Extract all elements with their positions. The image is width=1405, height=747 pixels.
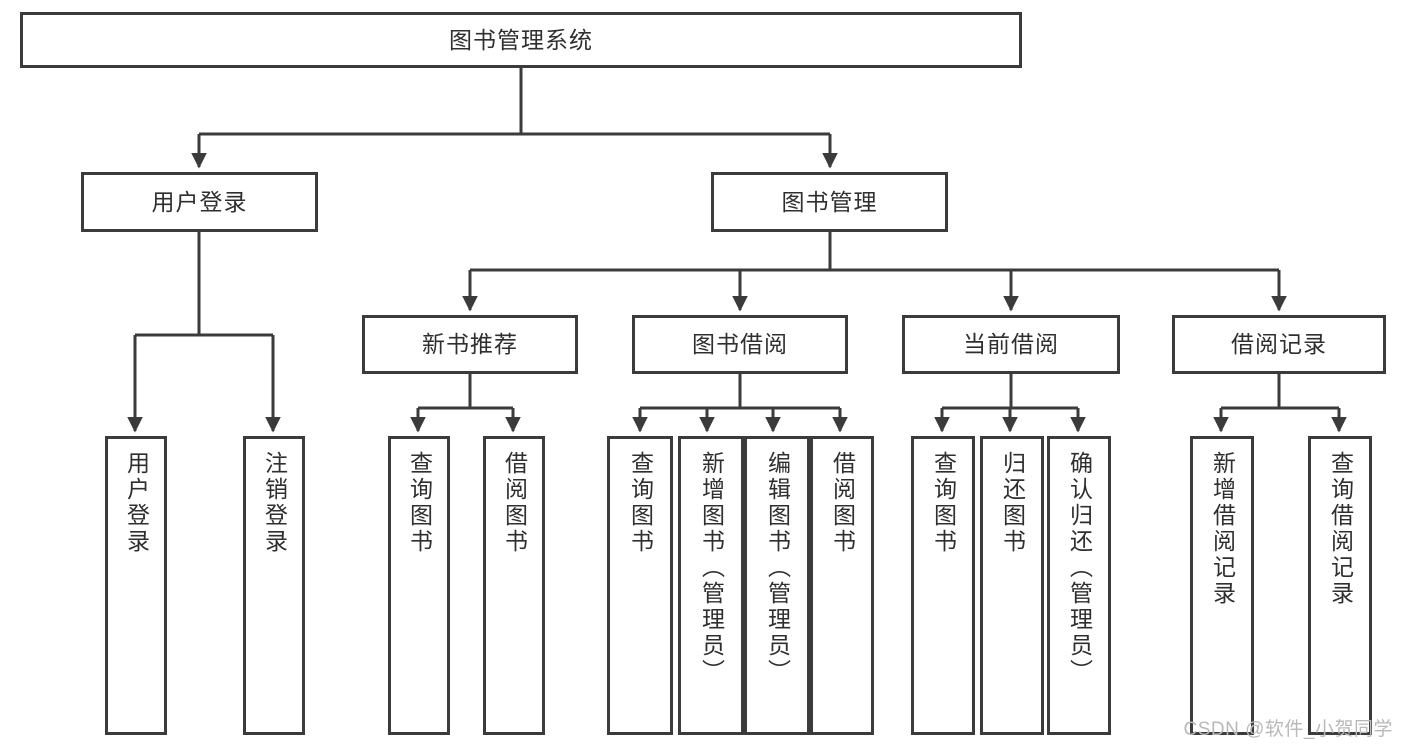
leaf-user-login-login-label: 用户登录 <box>123 451 150 555</box>
node-root[interactable]: 图书管理系统 <box>20 12 1022 68</box>
node-book-borrow-label: 图书借阅 <box>692 331 788 358</box>
leaf-book-borrow-add[interactable]: 新增图书（管理员） <box>678 436 744 735</box>
node-book-management[interactable]: 图书管理 <box>711 172 948 232</box>
node-borrow-record-label: 借阅记录 <box>1231 331 1327 358</box>
leaf-book-borrow-borrow-label: 借阅图书 <box>829 451 856 555</box>
node-book-borrow[interactable]: 图书借阅 <box>632 315 848 374</box>
leaf-new-book-borrow[interactable]: 借阅图书 <box>483 436 545 735</box>
leaf-current-borrow-confirm-label: 确认归还（管理员） <box>1066 451 1093 685</box>
node-current-borrow-label: 当前借阅 <box>963 331 1059 358</box>
node-new-book-recommend-label: 新书推荐 <box>422 331 518 358</box>
node-current-borrow[interactable]: 当前借阅 <box>902 315 1120 374</box>
node-book-management-label: 图书管理 <box>781 188 878 215</box>
node-root-label: 图书管理系统 <box>449 26 593 53</box>
leaf-borrow-record-add[interactable]: 新增借阅记录 <box>1190 436 1254 735</box>
leaf-book-borrow-add-label: 新增图书（管理员） <box>698 451 725 685</box>
leaf-book-borrow-query-label: 查询图书 <box>627 451 654 555</box>
watermark: CSDN @软件_小贺同学 <box>1183 719 1393 740</box>
leaf-borrow-record-query[interactable]: 查询借阅记录 <box>1308 436 1372 735</box>
leaf-current-borrow-confirm[interactable]: 确认归还（管理员） <box>1047 436 1111 735</box>
node-new-book-recommend[interactable]: 新书推荐 <box>362 315 578 374</box>
leaf-borrow-record-add-label: 新增借阅记录 <box>1209 451 1236 607</box>
leaf-book-borrow-edit[interactable]: 编辑图书（管理员） <box>744 436 810 735</box>
leaf-new-book-query-label: 查询图书 <box>406 451 433 555</box>
leaf-borrow-record-query-label: 查询借阅记录 <box>1327 451 1354 607</box>
leaf-user-login-logout[interactable]: 注销登录 <box>243 436 305 735</box>
leaf-current-borrow-return[interactable]: 归还图书 <box>980 436 1044 735</box>
node-user-login-label: 用户登录 <box>151 188 248 215</box>
leaf-current-borrow-return-label: 归还图书 <box>999 451 1026 555</box>
node-user-login[interactable]: 用户登录 <box>81 172 318 232</box>
node-borrow-record[interactable]: 借阅记录 <box>1172 315 1386 374</box>
leaf-current-borrow-query[interactable]: 查询图书 <box>911 436 975 735</box>
leaf-book-borrow-edit-label: 编辑图书（管理员） <box>764 451 791 685</box>
leaf-book-borrow-query[interactable]: 查询图书 <box>607 436 673 735</box>
leaf-new-book-query[interactable]: 查询图书 <box>388 436 450 735</box>
leaf-new-book-borrow-label: 借阅图书 <box>501 451 528 555</box>
leaf-current-borrow-query-label: 查询图书 <box>930 451 957 555</box>
leaf-user-login-login[interactable]: 用户登录 <box>105 436 167 735</box>
leaf-user-login-logout-label: 注销登录 <box>261 451 288 555</box>
leaf-book-borrow-borrow[interactable]: 借阅图书 <box>810 436 874 735</box>
